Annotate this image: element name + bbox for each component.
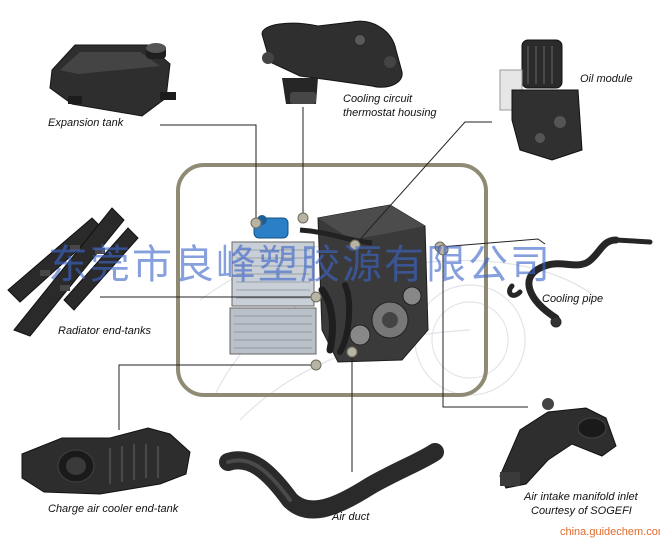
engine-frame xyxy=(176,163,488,397)
callout-markers xyxy=(250,212,449,371)
label-intake-line2: Courtesy of SOGEFI xyxy=(531,505,632,517)
oil-module-image xyxy=(499,39,583,161)
label-thermostat-line1: Cooling circuit xyxy=(343,93,413,105)
label-air-duct: Air duct xyxy=(332,511,370,523)
cooling-pipe-image xyxy=(507,236,653,328)
marker-radiator xyxy=(310,291,322,303)
charge-air-cooler-image xyxy=(21,427,191,495)
marker-thermostat xyxy=(297,212,309,224)
marker-intake xyxy=(437,244,449,256)
label-thermostat-line2: thermostat housing xyxy=(343,107,437,119)
radiator-end-tanks-image xyxy=(7,207,139,337)
label-cooling-pipe: Cooling pipe xyxy=(542,293,604,305)
label-intake-line1: Air intake manifold inlet xyxy=(524,491,638,503)
marker-air-duct xyxy=(346,346,358,358)
label-expansion-tank: Expansion tank xyxy=(48,117,124,129)
thermostat-housing-image xyxy=(261,20,403,104)
label-radiator-end-tanks: Radiator end-tanks xyxy=(58,325,151,337)
leader-expansion-tank xyxy=(160,124,257,223)
marker-expansion-tank xyxy=(250,217,262,229)
leader-intake xyxy=(442,250,528,408)
source-credit: china.guidechem.com xyxy=(560,526,660,538)
expansion-tank-image xyxy=(49,43,176,117)
leader-oil-module xyxy=(354,121,492,246)
intake-manifold-image xyxy=(499,398,617,489)
engine-assembly xyxy=(229,204,429,363)
leader-charge-air xyxy=(118,364,316,430)
marker-oil-module xyxy=(349,239,361,251)
air-duct-image xyxy=(219,443,444,519)
marker-charge-air xyxy=(310,359,322,371)
leader-cooling-pipe xyxy=(439,238,546,248)
leader-lines xyxy=(100,107,546,472)
label-charge-air-cooler: Charge air cooler end-tank xyxy=(48,503,179,515)
label-oil-module: Oil module xyxy=(580,73,633,85)
